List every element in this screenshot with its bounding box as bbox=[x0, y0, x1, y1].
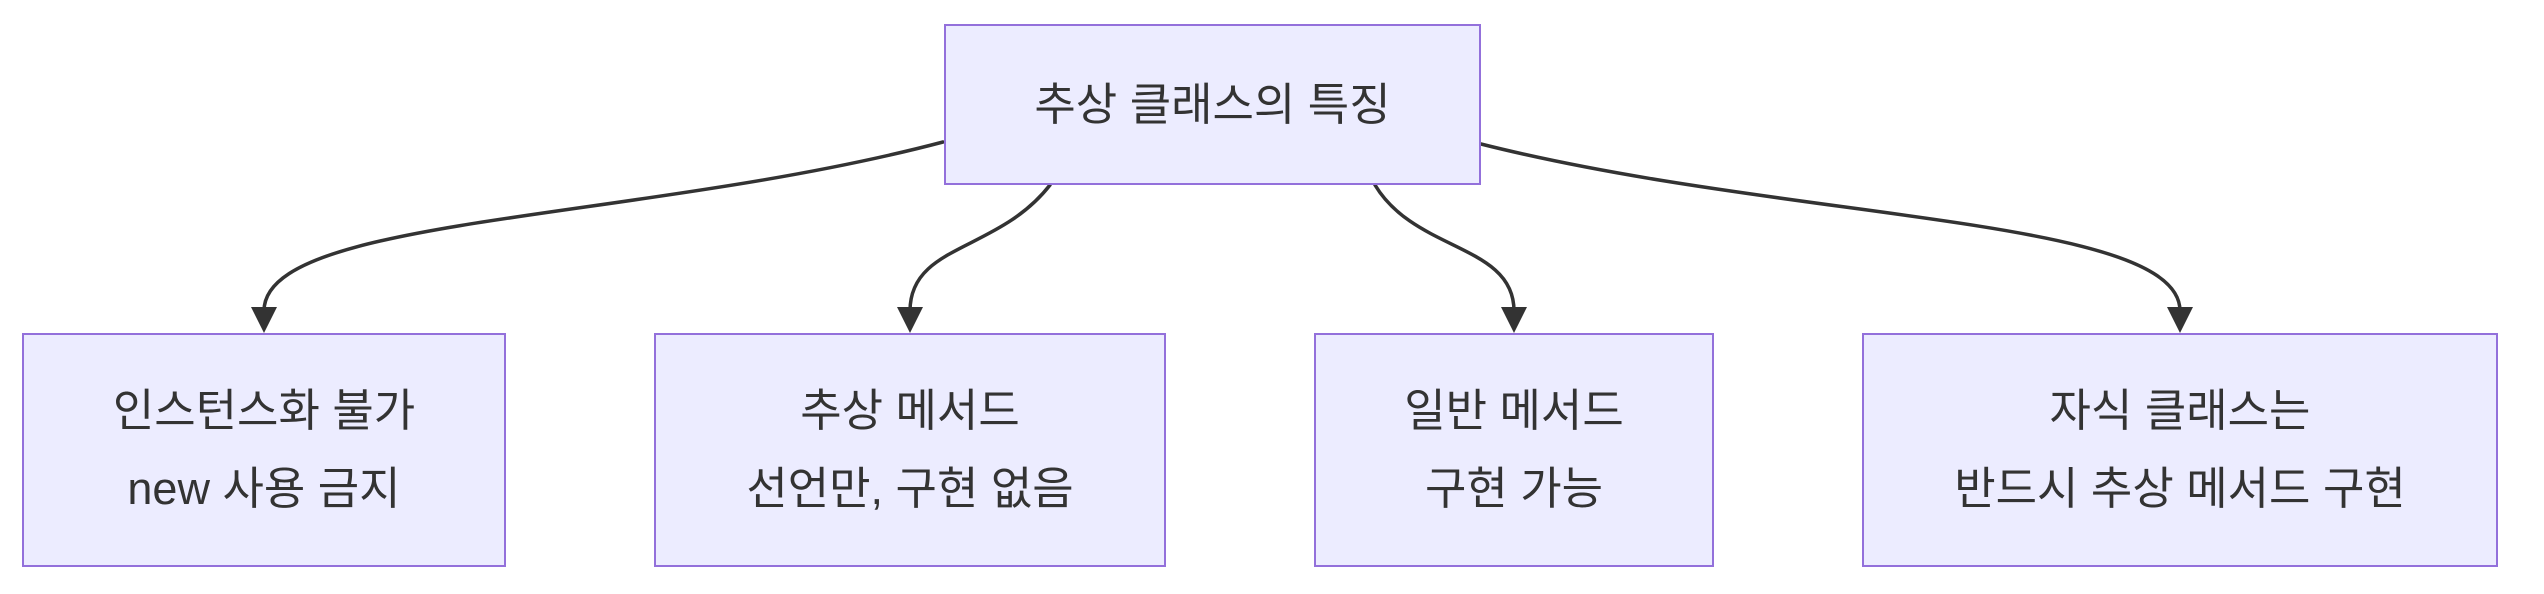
node-root-abstract-class-features: 추상 클래스의 특징 bbox=[944, 24, 1481, 185]
node-label-line: 구현 가능 bbox=[1424, 463, 1604, 514]
edge-root-c2 bbox=[908, 183, 1052, 313]
node-label-line: 추상 메서드 bbox=[800, 385, 1020, 436]
node-label-line: new 사용 금지 bbox=[127, 463, 401, 514]
node-abstract-method: 추상 메서드 선언만, 구현 없음 bbox=[654, 333, 1166, 567]
edge-root-c1 bbox=[262, 140, 945, 313]
edge-root-c3-arrowhead-icon bbox=[1501, 307, 1527, 333]
node-normal-method: 일반 메서드 구현 가능 bbox=[1314, 333, 1714, 567]
node-no-instantiation: 인스턴스화 불가 new 사용 금지 bbox=[22, 333, 506, 567]
node-label-line: 자식 클래스는 bbox=[2049, 385, 2311, 436]
node-label: 추상 클래스의 특징 bbox=[1034, 78, 1391, 130]
node-label-line: 인스턴스화 불가 bbox=[112, 385, 416, 436]
node-label-line: 반드시 추상 메서드 구현 bbox=[1954, 463, 2406, 514]
node-label-line: 일반 메서드 bbox=[1404, 385, 1624, 436]
edge-root-c1-arrowhead-icon bbox=[251, 307, 277, 333]
edge-root-c4 bbox=[1479, 142, 2182, 313]
node-child-class-must-implement: 자식 클래스는 반드시 추상 메서드 구현 bbox=[1862, 333, 2498, 567]
edge-root-c2-arrowhead-icon bbox=[897, 307, 923, 333]
node-label-line: 선언만, 구현 없음 bbox=[746, 463, 1074, 514]
edge-root-c3 bbox=[1373, 183, 1516, 313]
edge-root-c4-arrowhead-icon bbox=[2167, 307, 2193, 333]
